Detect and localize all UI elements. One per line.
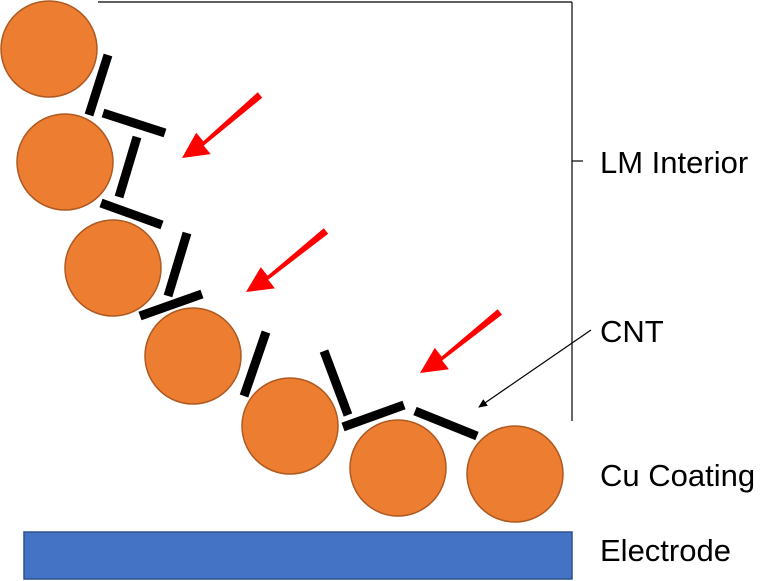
cu-particle [349,419,447,517]
cu-particle [241,377,339,475]
electrode-rect [23,531,573,580]
cnt-segment [413,406,479,441]
cu-particle [16,113,114,211]
lm-interior-bracket [98,1,583,421]
cu-coating-label: Cu Coating [600,458,756,493]
red-arrow-icon [182,92,263,158]
cnt-group [84,53,479,441]
electrode-label: Electrode [600,533,731,568]
cu-particle [64,219,162,317]
cu-particle [466,425,564,523]
cnt-label: CNT [600,314,664,349]
cnt-segment [319,349,353,417]
red-arrow-icon [420,309,502,373]
cnt-segment [101,108,167,138]
cu-particle [0,0,98,98]
cnt-segment [239,330,271,398]
particle-group [0,0,564,523]
cnt-pointer-arrow [478,329,592,408]
cnt-segment [114,135,142,199]
cnt-segment [138,289,204,321]
red-arrow-icon [246,228,329,292]
cnt-segment [341,400,406,432]
cu-particle [144,307,242,405]
cnt-segment [84,53,113,117]
cnt-segment [99,198,164,230]
cnt-segment [163,231,192,298]
lm-interior-label: LM Interior [600,145,749,180]
